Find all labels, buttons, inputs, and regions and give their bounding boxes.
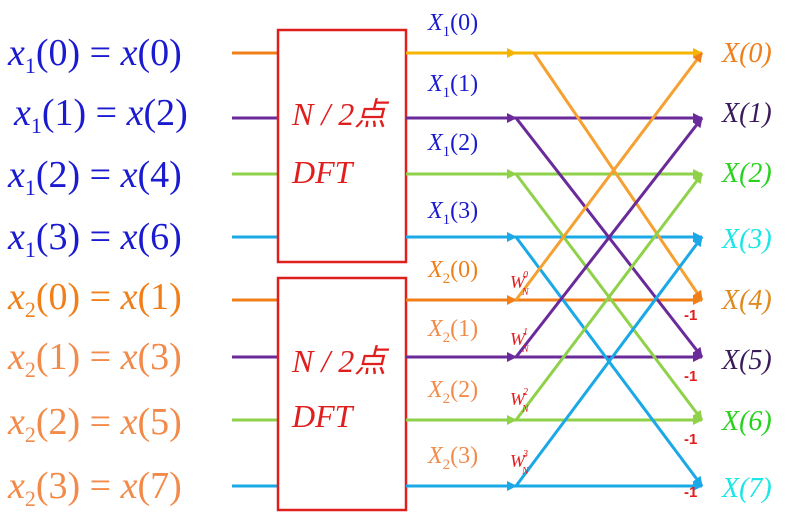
output-label-7: X(7) <box>721 473 772 504</box>
butterfly-straight <box>516 48 703 491</box>
output-label-4: X(4) <box>721 285 772 316</box>
input-label-1: x1(1) = x(2) <box>13 92 188 138</box>
bf-cross-5-1 <box>514 117 704 358</box>
input-labels: x1(0) = x(0) x1(1) = x(2) x1(2) = x(4) x… <box>7 32 188 511</box>
input-label-0: x1(0) = x(0) <box>7 32 182 78</box>
mid-lines <box>406 48 517 491</box>
butterfly-cross <box>514 52 704 487</box>
bf-cross-0-4 <box>532 52 704 301</box>
bf-cross-6-2 <box>514 173 704 421</box>
mid-label-2: X1(2) <box>427 130 478 160</box>
output-label-6: X(6) <box>721 406 772 437</box>
mid-label-6: X2(2) <box>427 377 478 407</box>
input-label-3: x1(3) = x(6) <box>7 216 182 262</box>
dft-block-top <box>276 28 408 264</box>
mid-label-7: X2(3) <box>427 443 478 473</box>
block-bottom-line2: DFT <box>291 398 355 434</box>
output-label-2: X(2) <box>721 158 772 189</box>
output-label-1: X(1) <box>721 98 772 129</box>
block-bottom-line1: N / 2点 <box>291 343 389 379</box>
block-top-line2: DFT <box>291 154 355 190</box>
output-label-5: X(5) <box>721 345 772 376</box>
minus-one-4: -1 <box>684 307 697 324</box>
input-label-5: x2(1) = x(3) <box>7 336 182 382</box>
output-label-3: X(3) <box>721 224 772 255</box>
bf-cross-7-3 <box>514 236 704 487</box>
minus-one-6: -1 <box>684 431 697 448</box>
mid-label-1: X1(1) <box>427 71 478 101</box>
minus-one-labels: -1 -1 -1 -1 <box>684 307 697 501</box>
block-top-line1: N / 2点 <box>291 96 389 132</box>
minus-one-7: -1 <box>684 484 697 501</box>
mid-label-4: X2(0) <box>427 257 478 287</box>
input-label-4: x2(0) = x(1) <box>7 276 182 322</box>
output-label-0: X(0) <box>721 38 772 69</box>
input-label-7: x2(3) = x(7) <box>7 465 182 511</box>
minus-one-5: -1 <box>684 368 697 385</box>
output-labels: X(0) X(1) X(2) X(3) X(4) X(5) X(6) X(7) <box>721 38 772 504</box>
input-label-2: x1(2) = x(4) <box>7 154 182 200</box>
mid-label-0: X1(0) <box>427 10 478 40</box>
input-lines <box>232 51 278 488</box>
dft-block-bottom <box>276 276 408 512</box>
mid-labels: X1(0) X1(1) X1(2) X1(3) X2(0) X2(1) X2(2… <box>427 10 478 473</box>
bf-cross-4-0 <box>514 52 704 301</box>
input-label-6: x2(2) = x(5) <box>7 401 182 447</box>
mid-label-3: X1(3) <box>427 198 478 228</box>
mid-label-5: X2(1) <box>427 316 478 346</box>
block-labels: N / 2点 DFT N / 2点 DFT <box>291 96 389 434</box>
